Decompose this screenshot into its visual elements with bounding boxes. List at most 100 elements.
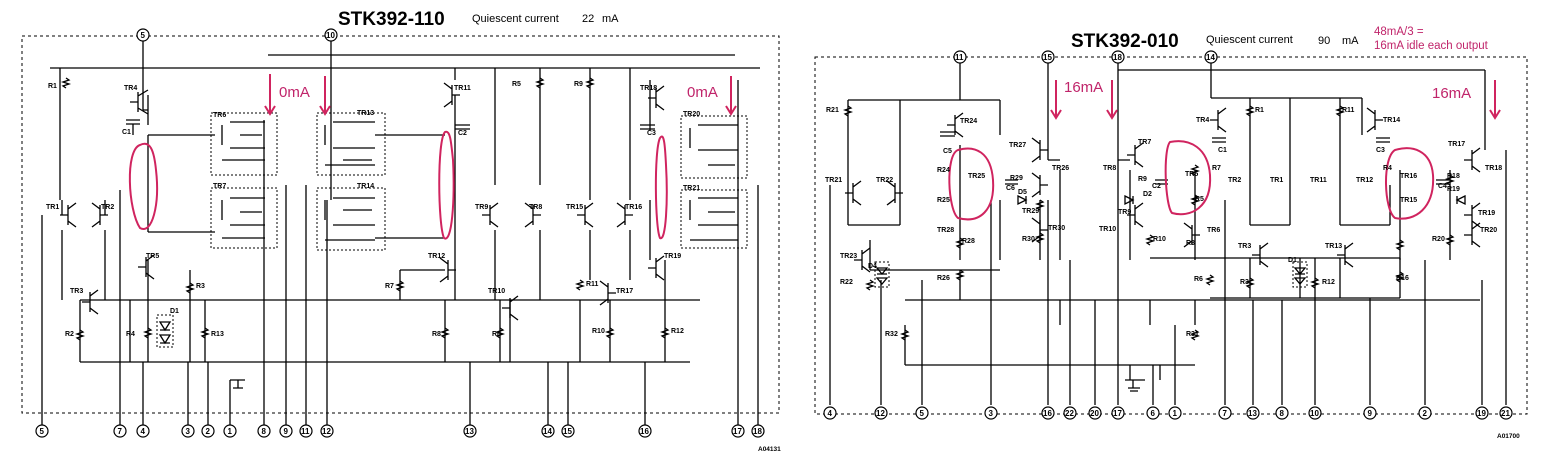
label-tr7: TR7 [1138, 139, 1151, 146]
left-pin-label: 17 [733, 427, 742, 436]
label-tr26-upper: TR26 [1052, 165, 1069, 172]
label-d5: D5 [1018, 189, 1027, 196]
label-tr14: TR14 [1383, 117, 1400, 124]
left-top-pins: 5 10 [136, 28, 338, 42]
right-title: STK392-010 [1071, 31, 1179, 52]
right-top-pin-label: 14 [1206, 53, 1215, 62]
label-tr13: TR13 [357, 110, 374, 117]
left-highlight-1 [128, 142, 158, 231]
left-top-pin-circle [324, 28, 338, 42]
label-d1: D1 [1288, 257, 1297, 264]
right-top-pins: 11 15 18 14 [953, 50, 1218, 64]
label-tr4: TR4 [124, 85, 137, 92]
label-tr19: TR19 [1478, 210, 1495, 217]
label-tr7: TR7 [213, 183, 226, 190]
right-pin-label: 22 [1065, 409, 1074, 418]
left-pin-label: 7 [118, 427, 123, 436]
right-quiescent-unit: mA [1342, 35, 1359, 47]
label-tr14: TR14 [357, 183, 374, 190]
label-tr27: TR27 [1009, 142, 1026, 149]
label-tr18: TR18 [1485, 165, 1502, 172]
label-tr9: TR9 [475, 204, 488, 211]
label-d2: D2 [1143, 191, 1152, 198]
label-tr6: TR6 [1207, 227, 1220, 234]
label-tr12: TR12 [1356, 177, 1373, 184]
right-pin-label: 4 [828, 409, 833, 418]
label-r12: R12 [1322, 279, 1335, 286]
right-top-pin-label: 18 [1113, 53, 1122, 62]
label-r10: R10 [592, 328, 605, 335]
label-r24: R24 [937, 167, 950, 174]
label-c1: C1 [122, 129, 131, 136]
label-r1: R1 [48, 83, 57, 90]
label-tr8: TR8 [1103, 165, 1116, 172]
right-arrow-3 [1489, 80, 1501, 120]
label-tr11: TR11 [454, 85, 471, 92]
right-highlight-3 [1385, 147, 1435, 220]
right-quiescent-label: Quiescent current [1206, 34, 1293, 46]
right-highlight-2 [1164, 140, 1212, 216]
label-r11: R11 [1342, 107, 1355, 114]
left-title: STK392-110 [338, 9, 445, 30]
label-r20: R20 [1432, 236, 1445, 243]
left-highlight-2 [438, 130, 455, 240]
right-pin-label: 8 [1280, 409, 1285, 418]
label-r6: R6 [492, 331, 501, 338]
right-note-line1: 48mA/3 = [1374, 26, 1424, 38]
label-r10: R10 [1153, 236, 1166, 243]
left-arrow-3 [725, 76, 737, 116]
label-r9: R9 [1138, 176, 1147, 183]
left-dashed-blocks [210, 112, 748, 251]
label-r22: R22 [840, 279, 853, 286]
label-r11: R11 [586, 281, 599, 288]
label-tr15: TR15 [1400, 197, 1417, 204]
right-arrow-2 [1106, 80, 1118, 120]
label-c4: C4 [1438, 183, 1447, 190]
right-pin-label: 13 [1248, 409, 1257, 418]
left-pin-label: 14 [543, 427, 552, 436]
label-tr17: TR17 [1448, 141, 1465, 148]
label-r7: R7 [1212, 165, 1221, 172]
label-c2: C2 [1152, 183, 1161, 190]
label-d4: D4 [868, 263, 877, 270]
label-r31: R31 [1186, 331, 1199, 338]
right-annotation-1: 16mA [1064, 79, 1103, 96]
label-r12: R12 [671, 328, 684, 335]
left-pin-label: 12 [322, 427, 331, 436]
right-pin-label: 21 [1501, 409, 1510, 418]
label-r3: R3 [196, 283, 205, 290]
left-top-pin-label: 5 [141, 31, 146, 40]
left-quiescent-label: Quiescent current [472, 13, 559, 25]
right-figure-code: A01700 [1497, 433, 1520, 440]
label-c6: C6 [1006, 185, 1015, 192]
label-tr16: TR16 [625, 204, 642, 211]
left-arrow-1 [264, 74, 276, 116]
left-pin-label: 16 [640, 427, 649, 436]
label-tr1: TR1 [1270, 177, 1283, 184]
left-annotation-2: 0mA [687, 84, 718, 101]
right-pin-label: 3 [989, 409, 994, 418]
right-schematic: STK392-010 Quiescent current 90 mA 48mA/… [814, 26, 1528, 440]
left-pin-label: 3 [186, 427, 191, 436]
left-pin-label: 1 [228, 427, 233, 436]
label-c3: C3 [647, 130, 656, 137]
right-pin-label: 17 [1113, 409, 1122, 418]
label-tr21: TR21 [683, 185, 700, 192]
label-tr5: TR5 [1185, 171, 1198, 178]
label-tr20: TR20 [683, 111, 700, 118]
label-tr3: TR3 [1238, 243, 1251, 250]
label-tr22: TR22 [876, 177, 893, 184]
label-tr29: TR29 [1022, 208, 1039, 215]
label-r13: R13 [211, 331, 224, 338]
left-annotation-1: 0mA [279, 84, 310, 101]
label-tr30: TR30 [1048, 225, 1065, 232]
label-tr20: TR20 [1480, 227, 1497, 234]
label-r16: R16 [1396, 275, 1409, 282]
right-top-pin-label: 11 [955, 53, 964, 62]
right-pin-label: 5 [920, 409, 925, 418]
label-tr5: TR5 [146, 253, 159, 260]
label-r19: R19 [1447, 186, 1460, 193]
left-quiescent-value: 22 [582, 13, 594, 25]
right-bottom-pins: 4 12 5 3 16 22 20 17 6 1 7 13 8 10 9 2 1… [823, 406, 1513, 420]
left-pin-label: 15 [563, 427, 572, 436]
